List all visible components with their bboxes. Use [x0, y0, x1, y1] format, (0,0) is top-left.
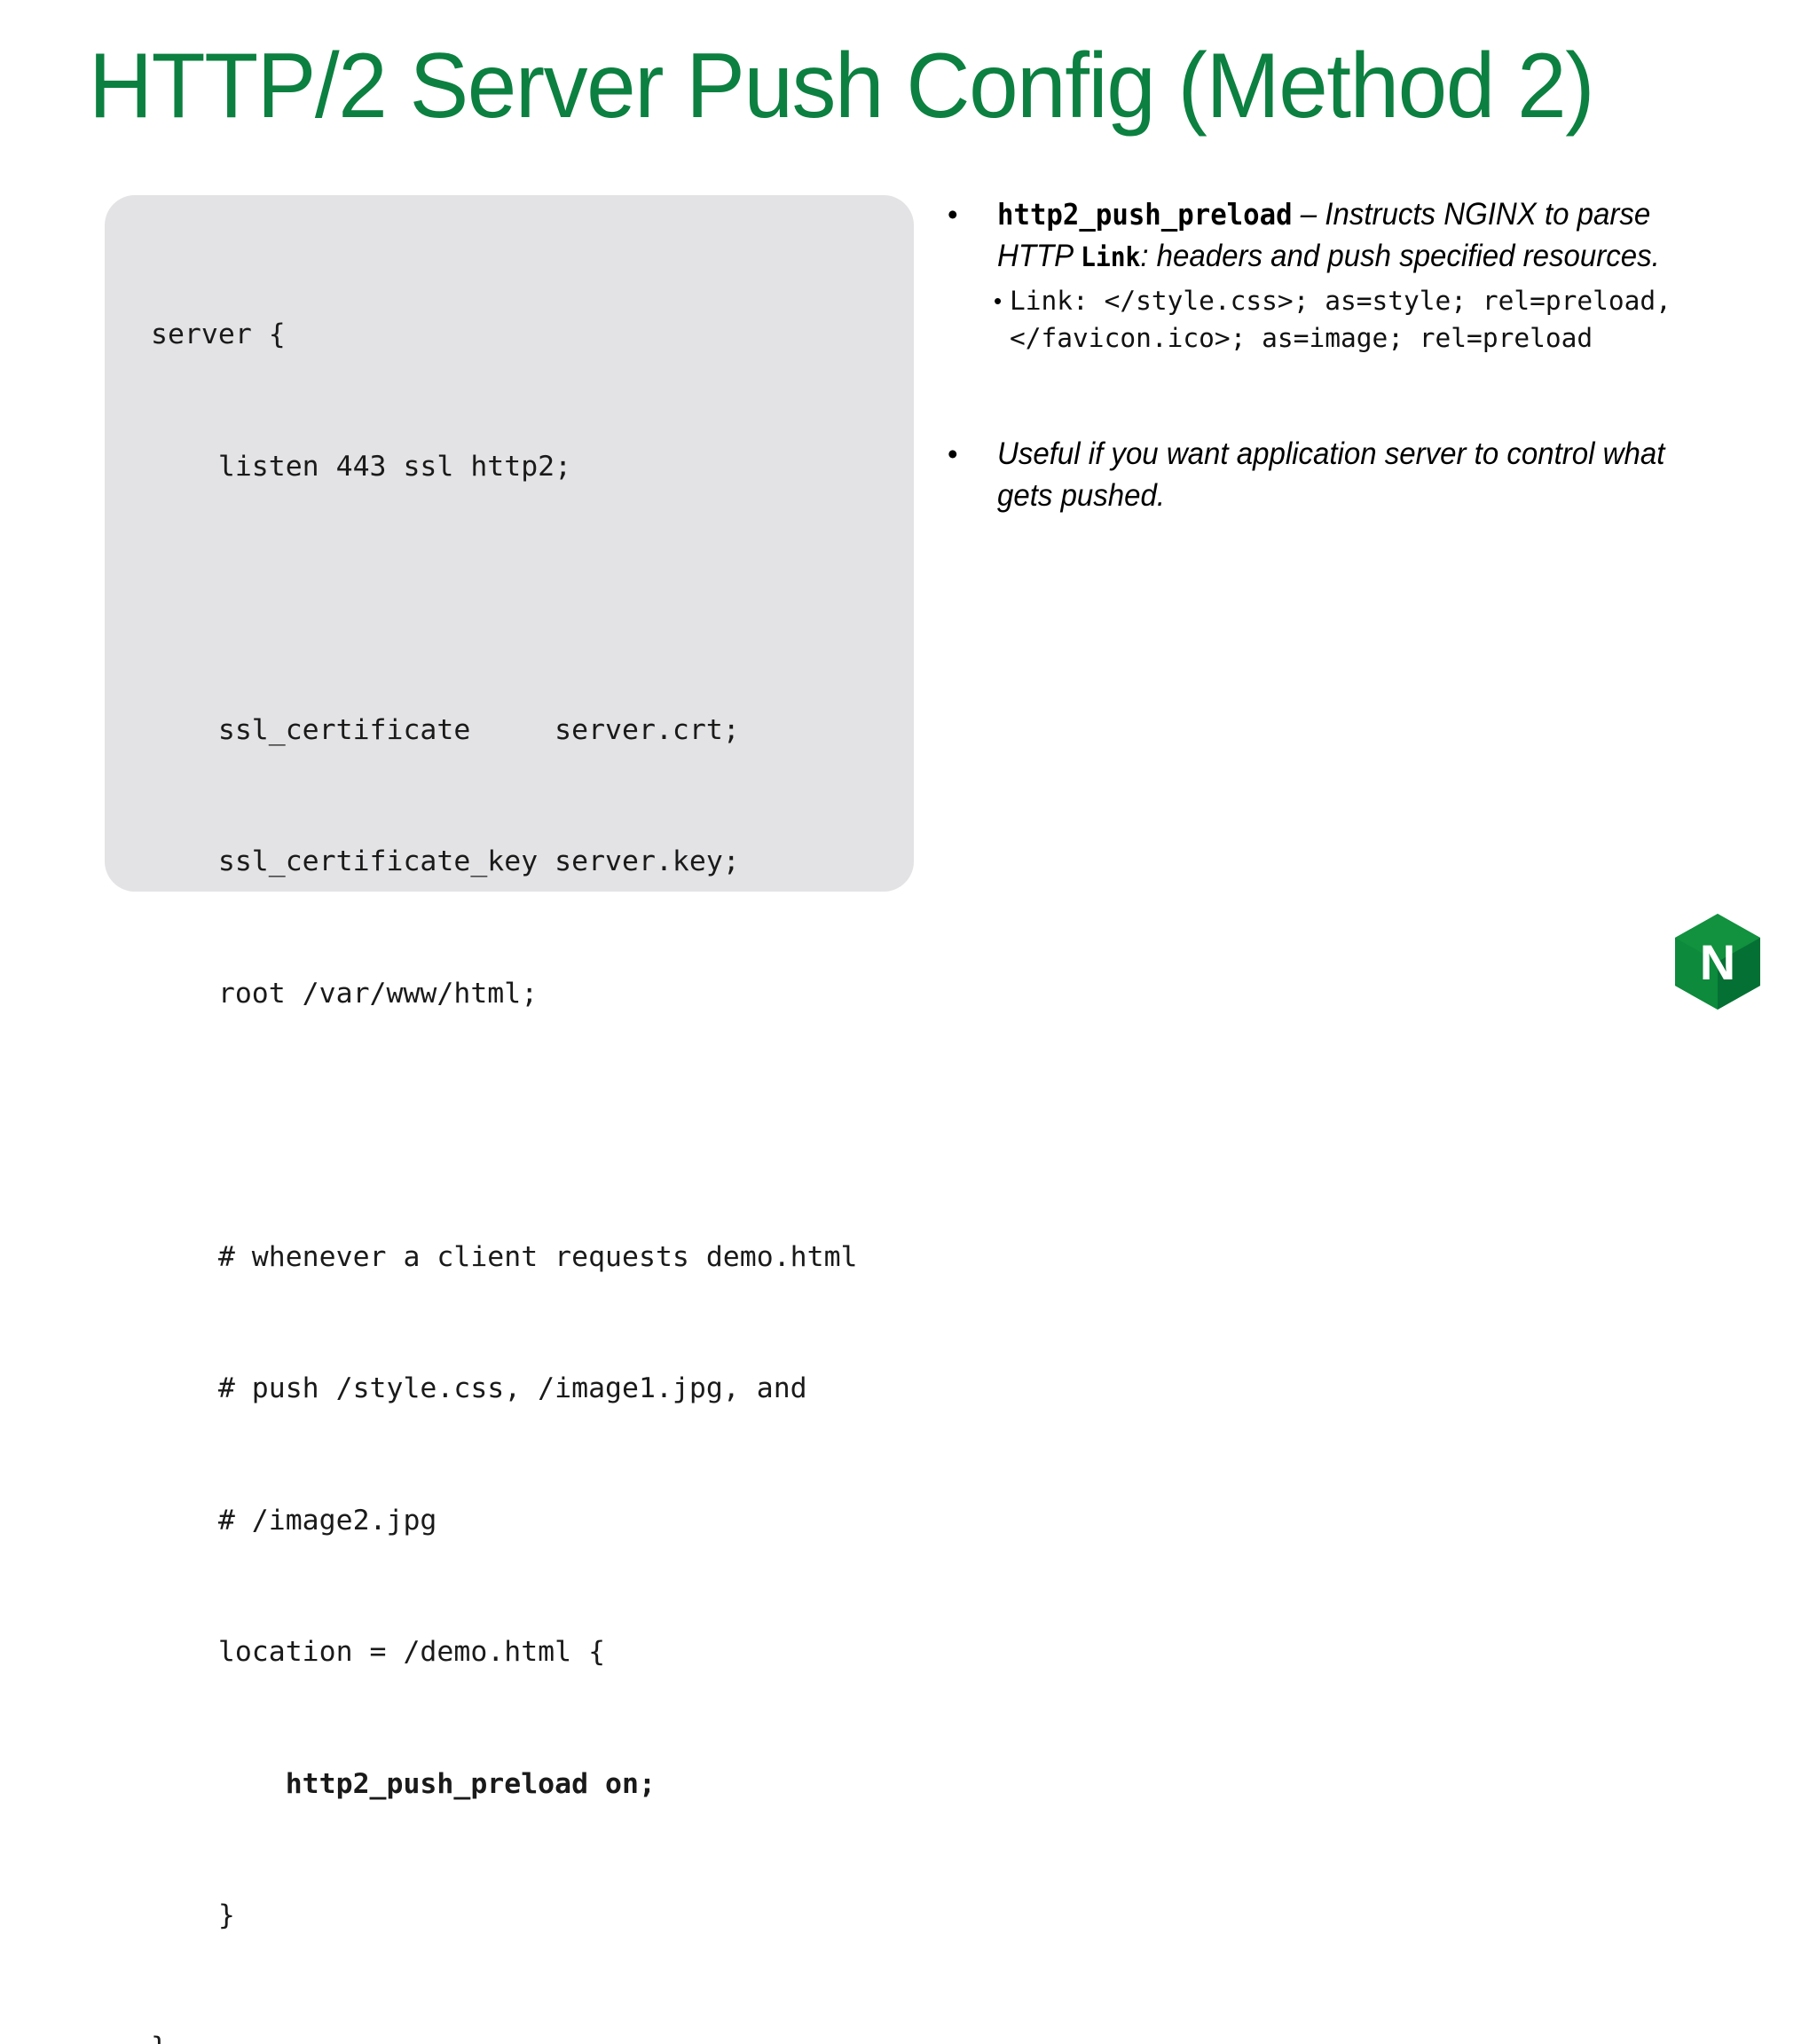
code-line-highlight: http2_push_preload on; — [151, 1763, 884, 1807]
code-line: } — [151, 2026, 884, 2044]
nginx-config-code: server { listen 443 ssl http2; ssl_certi… — [151, 225, 884, 2044]
bullet-sub-item-1-text: Link: </style.css>; as=style; rel=preloa… — [1010, 282, 1776, 357]
bullet-list: • http2_push_preload – Instructs NGINX t… — [942, 193, 1776, 516]
code-line: } — [151, 1894, 884, 1938]
code-line: root /var/www/html; — [151, 972, 884, 1017]
code-line-blank — [151, 577, 884, 621]
bullet-sub-item-1: • Link: </style.css>; as=style; rel=prel… — [942, 282, 1776, 357]
code-line: ssl_certificate_key server.key; — [151, 840, 884, 884]
bullet-inline-code: Link — [1081, 242, 1140, 273]
bullet-spacer — [942, 357, 1776, 433]
bullet-marker-icon: • — [942, 193, 997, 235]
bullet-code-term: http2_push_preload — [997, 197, 1293, 232]
bullet-item-2: • Useful if you want application server … — [942, 433, 1776, 516]
code-line: location = /demo.html { — [151, 1631, 884, 1675]
code-line: ssl_certificate server.crt; — [151, 709, 884, 753]
slide-canvas: HTTP/2 Server Push Config (Method 2) ser… — [0, 0, 1817, 1022]
bullet-item-1: • http2_push_preload – Instructs NGINX t… — [942, 193, 1776, 279]
code-line-comment: # whenever a client requests demo.html — [151, 1236, 884, 1280]
page-title: HTTP/2 Server Push Config (Method 2) — [89, 34, 1690, 140]
code-line-comment: # push /style.css, /image1.jpg, and — [151, 1367, 884, 1411]
bullet-item-2-text: Useful if you want application server to… — [997, 433, 1722, 516]
code-line: server { — [151, 313, 884, 358]
bullet-tail-text: : headers and push specified resources. — [1140, 238, 1659, 273]
bullet-marker-icon: • — [942, 433, 997, 475]
code-line-blank — [151, 1104, 884, 1148]
code-line-comment: # /image2.jpg — [151, 1499, 884, 1544]
logo-letter: N — [1700, 934, 1735, 990]
bullet-item-1-text: http2_push_preload – Instructs NGINX to … — [997, 193, 1722, 279]
nginx-logo: N — [1675, 914, 1760, 1010]
sub-bullet-marker-icon: • — [942, 282, 1010, 320]
code-line: listen 443 ssl http2; — [151, 445, 884, 490]
code-config-panel: server { listen 443 ssl http2; ssl_certi… — [105, 195, 914, 892]
